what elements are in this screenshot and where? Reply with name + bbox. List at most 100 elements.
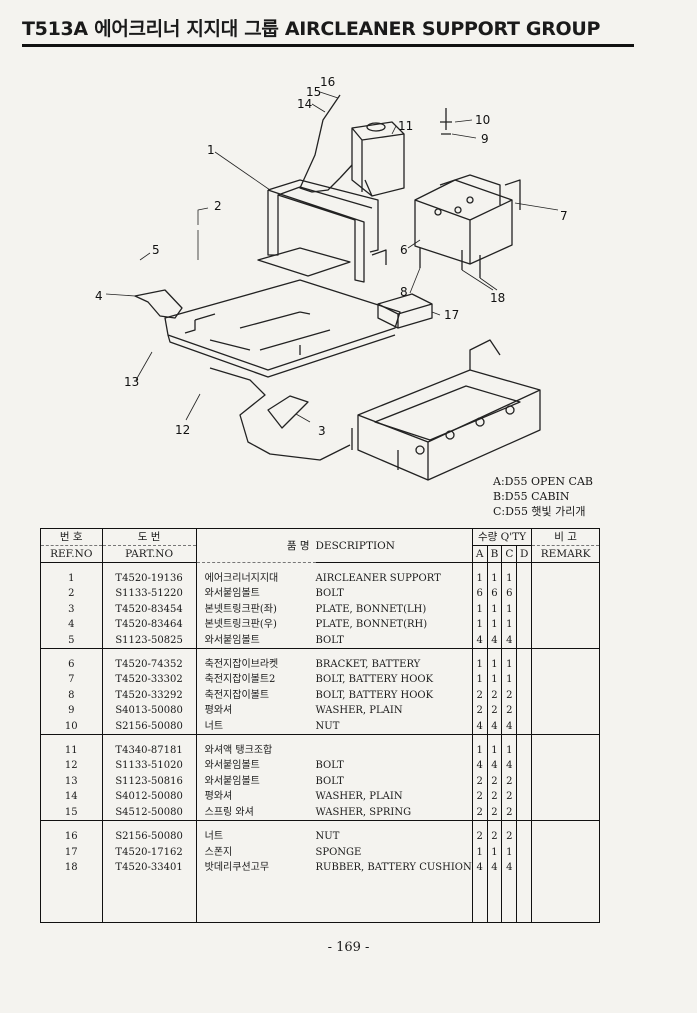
- cell-d: [516, 571, 533, 587]
- row-spacer: [40, 648, 600, 658]
- cell-ko: 밧데리쿠션고무: [204, 861, 270, 873]
- cell-remark: [532, 758, 600, 773]
- cell-ko: 와서붙임볼트: [204, 775, 260, 787]
- callout-15: 15: [306, 85, 321, 99]
- cell-a: 2: [472, 703, 488, 719]
- cell-part: S4512-50080: [102, 804, 197, 821]
- cell-b: 4: [487, 632, 503, 649]
- cell-d: [516, 617, 533, 633]
- cell-ref: 18: [40, 859, 103, 876]
- cell-part: T4520-33302: [102, 672, 197, 688]
- cell-ko: 스폰지: [204, 846, 233, 858]
- cell-a: 1: [472, 657, 488, 673]
- cell-c: 4: [501, 632, 518, 649]
- cell-part: T4520-17162: [102, 844, 197, 860]
- cell-part: S1133-51020: [102, 758, 197, 774]
- cell-remark: [532, 602, 600, 617]
- cell-b: 2: [487, 687, 503, 704]
- cell-d: [516, 859, 533, 876]
- cell-ref: 2: [40, 586, 103, 602]
- cell-ref: 4: [40, 617, 103, 633]
- cell-ko: 본넷트링크판(좌): [204, 603, 277, 615]
- cell-c: 1: [501, 672, 518, 688]
- cell-desc: NUT: [315, 718, 473, 735]
- cell-part: S2156-50080: [102, 718, 197, 735]
- cell-a: 4: [472, 632, 488, 649]
- cell-remark: [532, 586, 600, 601]
- cell-desc: BOLT: [315, 586, 473, 602]
- cell-b: 1: [487, 672, 503, 688]
- cell-ref: 7: [40, 672, 103, 688]
- cell-desc: BOLT, BATTERY HOOK: [315, 687, 473, 704]
- cell-remark: [532, 672, 600, 687]
- callout-7: 7: [560, 209, 568, 223]
- cell-ko: 본넷트링크판(우): [204, 619, 277, 631]
- cell-desc: BOLT: [315, 632, 473, 649]
- cell-d: [516, 773, 533, 790]
- cell-b: 6: [487, 586, 503, 602]
- cell-d: [516, 672, 533, 688]
- qty-col-c: C: [501, 545, 518, 563]
- cell-a: 1: [472, 617, 488, 633]
- cell-desc: PLATE, BONNET(RH): [315, 617, 473, 633]
- cell-desc: WASHER, PLAIN: [315, 789, 473, 805]
- cell-part: S2156-50080: [102, 829, 197, 845]
- cell-ko: 에어크리너지지대: [204, 573, 279, 584]
- cell-a: 1: [472, 844, 488, 860]
- cell-ko: 와서붙임볼트: [204, 588, 260, 600]
- part-header-en: PART.NO: [102, 545, 197, 563]
- cell-ref: 15: [40, 804, 103, 821]
- cell-part: T4520-74352: [102, 657, 197, 673]
- part-header-ko: 도 번: [102, 528, 197, 546]
- cell-part: S1123-50816: [102, 773, 197, 790]
- cell-b: 1: [487, 844, 503, 860]
- cell-d: [516, 632, 533, 649]
- cell-d: [516, 601, 533, 618]
- callout-11: 11: [398, 119, 413, 133]
- callout-14: 14: [297, 97, 312, 111]
- cell-part: T4520-33292: [102, 687, 197, 704]
- bonnet-plate-rh: [134, 289, 183, 319]
- cell-a: 2: [472, 829, 488, 845]
- cell-c: 2: [501, 773, 518, 790]
- cell-b: 1: [487, 743, 503, 759]
- cell-part: S1123-50825: [102, 632, 197, 649]
- cell-desc: BOLT, BATTERY HOOK: [315, 672, 473, 688]
- cell-d: [516, 657, 533, 673]
- cell-d: [516, 743, 533, 759]
- cell-remark: [532, 805, 600, 821]
- remark-header-ko: 비 고: [531, 528, 600, 546]
- cell-remark: [532, 703, 600, 718]
- cell-c: 4: [501, 758, 518, 774]
- qty-header: 수량 Q'TY: [472, 528, 533, 546]
- cell-a: 1: [472, 601, 488, 618]
- cell-ko: 너트: [204, 720, 224, 732]
- cell-a: 4: [472, 718, 488, 735]
- row-spacer: [40, 734, 600, 744]
- cell-remark: [532, 845, 600, 860]
- cell-desc: PLATE, BONNET(LH): [315, 601, 473, 618]
- cell-b: 4: [487, 758, 503, 774]
- cell-b: 2: [487, 829, 503, 845]
- cell-ref: 12: [40, 758, 103, 774]
- cell-ref: 13: [40, 773, 103, 790]
- cell-ref: 3: [40, 601, 103, 618]
- exploded-parts-diagram: 1 2 3 4 5 6 7 8 9 10 11 12 13 14 15 16 1…: [95, 75, 568, 481]
- cell-part: S1133-51220: [102, 586, 197, 602]
- bonnet-plate-lh: [267, 395, 309, 429]
- cell-ko: 스프링 와셔: [204, 806, 254, 818]
- cell-remark: [532, 657, 600, 672]
- cell-b: 2: [487, 804, 503, 821]
- cell-remark: [532, 688, 600, 703]
- cell-ref: 5: [40, 632, 103, 649]
- cell-a: 1: [472, 571, 488, 587]
- empty-row: [40, 875, 600, 891]
- cell-d: [516, 718, 533, 735]
- legend-item: A:D55 OPEN CAB: [493, 475, 593, 488]
- cell-ref: 1: [40, 571, 103, 587]
- cell-a: 2: [472, 789, 488, 805]
